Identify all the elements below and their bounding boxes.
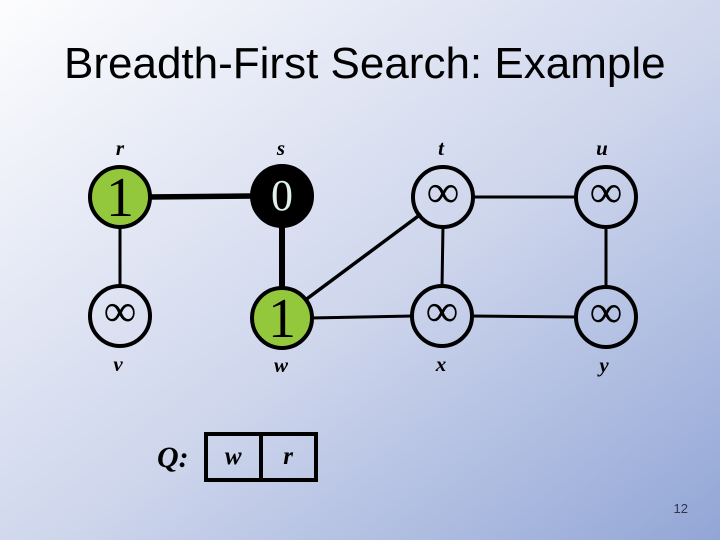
queue-item: r [258,436,314,478]
node-r-value: 1 [106,167,134,229]
node-w-value: 1 [268,288,296,350]
page-number: 12 [673,501,688,516]
node-r-label: r [116,136,125,160]
node-r-circle [88,165,152,229]
node-s-label: s [276,136,285,160]
node-v: ∞ v [88,284,152,376]
node-u-circle [574,165,638,229]
node-x-circle [410,284,474,348]
node-u: ∞ u [574,136,638,229]
node-u-value: ∞ [590,166,623,217]
queue-label: Q: [157,441,189,474]
graph-edges [118,193,608,320]
edge-w-x [309,314,415,320]
queue-box: w r [203,432,318,482]
node-y-circle [574,285,638,349]
edge-x-y [469,314,579,319]
node-s-circle [250,164,314,228]
node-s: 0 s [250,136,314,228]
edge-r-s [147,193,255,200]
node-x: ∞ x [410,284,474,376]
node-u-label: u [596,136,608,160]
node-y-value: ∞ [590,286,623,337]
node-t-circle [411,165,475,229]
node-r: 1 r [88,136,152,229]
node-w-label: w [274,353,289,377]
node-x-value: ∞ [426,285,459,336]
slide-title: Breadth-First Search: Example [64,39,666,88]
node-y: ∞ y [574,285,638,377]
node-v-circle [88,284,152,348]
bfs-queue: Q: w r [157,432,318,482]
node-w-circle [250,286,314,350]
node-t-value: ∞ [427,166,460,217]
node-t-label: t [438,136,445,160]
queue-item: w [224,443,242,470]
node-s-value: 0 [271,171,293,220]
node-t: ∞ t [411,136,475,229]
node-x-label: x [435,352,447,376]
edge-w-t [302,212,423,303]
node-y-label: y [596,353,609,377]
node-v-label: v [113,352,123,376]
node-v-value: ∞ [104,285,137,336]
edge-t-x [440,224,445,289]
node-w: 1 w [250,286,314,377]
